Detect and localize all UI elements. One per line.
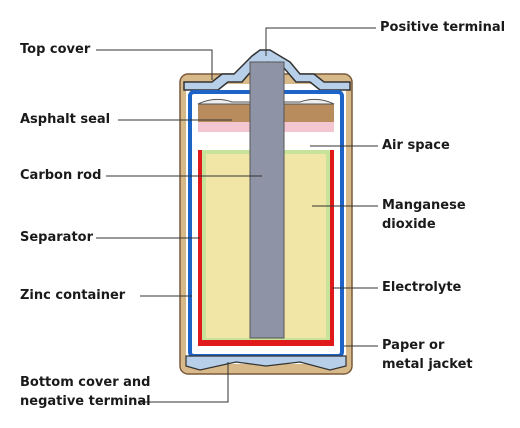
leader-positive-terminal <box>265 27 376 56</box>
manganese-dioxide-right <box>284 154 326 338</box>
label-bottom-cover-line2: negative terminal <box>20 394 151 409</box>
label-zinc-container: Zinc container <box>20 288 126 303</box>
label-paper-line2: metal jacket <box>382 357 473 372</box>
leader-bottom-cover <box>140 362 229 403</box>
bottom-cover <box>185 355 347 371</box>
leader-lines <box>96 27 378 403</box>
label-manganese-line2: dioxide <box>382 217 436 232</box>
label-asphalt-seal: Asphalt seal <box>20 112 111 127</box>
label-air-space: Air space <box>382 138 450 153</box>
label-paper-line1: Paper or <box>382 338 445 353</box>
label-electrolyte: Electrolyte <box>382 280 462 295</box>
manganese-dioxide-left <box>206 154 250 338</box>
carbon-rod <box>249 61 285 339</box>
leader-top-cover <box>96 49 213 80</box>
label-top-cover: Top cover <box>20 42 91 57</box>
label-positive-terminal: Positive terminal <box>380 20 506 35</box>
label-carbon-rod: Carbon rod <box>20 168 102 183</box>
label-separator: Separator <box>20 230 93 245</box>
top-cover <box>183 49 351 91</box>
label-manganese-line1: Manganese <box>382 198 466 213</box>
label-bottom-cover-line1: Bottom cover and <box>20 375 151 390</box>
seal-top <box>197 98 335 105</box>
